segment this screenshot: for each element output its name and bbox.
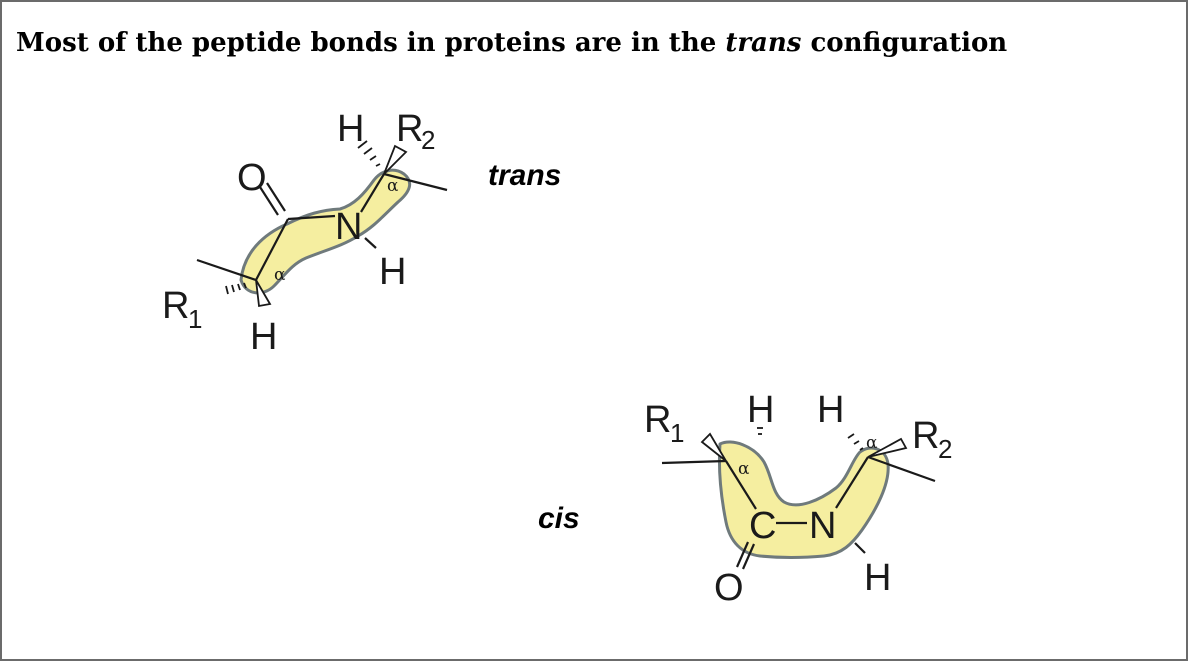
cis-wedge-r2: [867, 437, 908, 458]
cis-atom-h-left: H: [747, 389, 774, 431]
cis-methyl-bond-left: [661, 459, 727, 465]
trans-hashed-bond-h-top: [357, 140, 381, 167]
trans-wedge-h-bottom: [255, 279, 272, 308]
trans-atom-h-bottom: H: [250, 316, 277, 358]
cis-atom-c: C: [749, 505, 776, 547]
trans-n-h-bond: [364, 237, 377, 249]
cis-atom-o: O: [714, 567, 744, 609]
trans-calpha1-c-bond: [255, 218, 289, 281]
trans-label: trans: [488, 159, 562, 192]
cis-atom-r2-subscript: 2: [938, 434, 952, 464]
trans-hashed-bond-r1: [225, 282, 247, 295]
cis-atom-h-n: H: [864, 557, 891, 599]
cis-hashed-bond-h-right: [847, 433, 864, 451]
cis-c-o-double-bond-a: [735, 541, 750, 568]
trans-c-n-bond: [287, 214, 336, 221]
title-text-before: Most of the peptide bonds in proteins ar…: [16, 28, 726, 58]
trans-methyl-bond-right: [383, 172, 448, 192]
cis-atom-r2: R: [912, 415, 939, 457]
cis-c-o-double-bond-b: [741, 543, 756, 570]
cis-atom-r1-subscript: 1: [670, 418, 684, 448]
cis-hashed-bond-h-left: [757, 427, 763, 435]
cis-structure: R 1 H H R 2 C N O H α α: [644, 389, 952, 609]
trans-alpha-label-1: α: [274, 265, 286, 285]
trans-n-calpha2-bond: [360, 173, 385, 213]
trans-c-o-double-bond-b: [266, 182, 286, 212]
trans-atom-o: O: [237, 157, 267, 199]
trans-atom-r1: R: [162, 285, 189, 327]
trans-atom-r2-subscript: 2: [421, 125, 435, 155]
cis-atom-h-right: H: [817, 389, 844, 431]
cis-n-calpha2-bond: [835, 456, 869, 509]
slide-title: Most of the peptide bonds in proteins ar…: [16, 28, 1007, 58]
cis-methyl-bond-right: [867, 455, 936, 483]
cis-label: cis: [538, 502, 580, 535]
cis-atom-r1: R: [644, 399, 671, 441]
trans-atom-r1-subscript: 1: [188, 304, 202, 334]
title-text-after: configuration: [801, 28, 1008, 58]
trans-structure: O N H H H R 2 R 1 α α: [162, 108, 448, 358]
cis-n-h-bond: [854, 542, 866, 554]
trans-atom-h-top: H: [337, 108, 364, 150]
cis-alpha-label-1: α: [738, 459, 750, 479]
cis-calpha1-c-bond: [725, 460, 757, 510]
trans-atom-h-n: H: [379, 251, 406, 293]
title-text-italic: trans: [725, 28, 802, 58]
trans-methyl-bond-left: [196, 258, 257, 282]
trans-atom-n: N: [335, 206, 362, 248]
cis-alpha-label-2: α: [866, 433, 878, 453]
cis-wedge-r1: [700, 432, 727, 462]
trans-c-o-double-bond-a: [259, 186, 279, 216]
trans-wedge-r2: [383, 144, 408, 175]
trans-alpha-label-2: α: [387, 176, 399, 196]
trans-atom-r2: R: [396, 108, 423, 150]
cis-atom-n: N: [809, 505, 836, 547]
